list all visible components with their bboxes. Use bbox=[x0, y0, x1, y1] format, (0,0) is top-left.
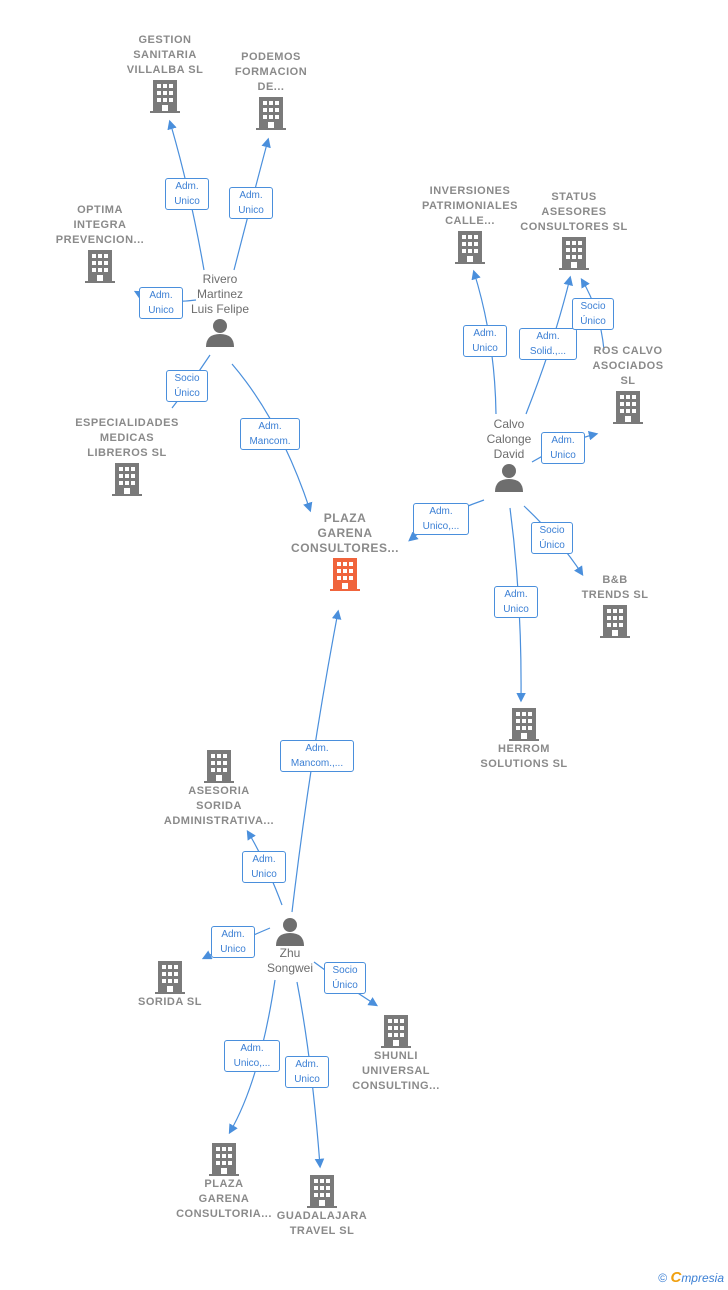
company-node[interactable]: HERROM SOLUTIONS SL bbox=[468, 706, 580, 772]
brand-footer: © Cmpresia bbox=[658, 1269, 724, 1286]
person-label: Calvo Calonge David bbox=[486, 417, 532, 461]
edge-label[interactable]: Adm. Unico bbox=[494, 586, 538, 618]
company-label: ROS CALVO ASOCIADOS SL bbox=[592, 345, 664, 387]
building-icon bbox=[256, 97, 286, 130]
edge-label[interactable]: Adm. Solid.,... bbox=[519, 328, 577, 360]
company-label: ESPECIALIDADES MEDICAS LIBREROS SL bbox=[75, 417, 179, 459]
company-node[interactable]: ESPECIALIDADES MEDICAS LIBREROS SL bbox=[62, 416, 192, 497]
building-icon bbox=[559, 237, 589, 270]
company-label: PLAZA GARENA CONSULTORES... bbox=[291, 511, 399, 555]
person-node[interactable]: Calvo Calonge David bbox=[468, 417, 550, 492]
copyright-symbol: © bbox=[658, 1271, 668, 1285]
edge-label[interactable]: Adm. Unico,... bbox=[224, 1040, 280, 1072]
company-node[interactable]: PLAZA GARENA CONSULTORIA... bbox=[164, 1141, 284, 1222]
building-icon bbox=[307, 1175, 337, 1208]
company-label: STATUS ASESORES CONSULTORES SL bbox=[520, 191, 628, 233]
company-node[interactable]: ASESORIA SORIDA ADMINISTRATIVA... bbox=[154, 748, 284, 829]
building-icon bbox=[613, 391, 643, 424]
edge-label[interactable]: Adm. Unico bbox=[541, 432, 585, 464]
building-icon bbox=[330, 558, 360, 591]
edge-label[interactable]: Adm. Unico bbox=[211, 926, 255, 958]
edge-label[interactable]: Socio Único bbox=[572, 298, 614, 330]
company-node[interactable]: OPTIMA INTEGRA PREVENCION... bbox=[45, 203, 155, 284]
edge-label[interactable]: Adm. Unico bbox=[229, 187, 273, 219]
company-label: SORIDA SL bbox=[138, 996, 202, 1008]
company-label: SHUNLI UNIVERSAL CONSULTING... bbox=[352, 1050, 440, 1092]
edge-label[interactable]: Socio Único bbox=[324, 962, 366, 994]
building-icon bbox=[381, 1015, 411, 1048]
edge-label[interactable]: Adm. Unico,... bbox=[413, 503, 469, 535]
person-icon bbox=[206, 319, 234, 347]
company-node[interactable]: PODEMOS FORMACION DE... bbox=[221, 50, 321, 131]
company-label: OPTIMA INTEGRA PREVENCION... bbox=[55, 204, 145, 246]
company-node[interactable]: GESTION SANITARIA VILLALBA SL bbox=[115, 33, 215, 114]
person-icon bbox=[276, 918, 304, 946]
building-icon bbox=[150, 80, 180, 113]
building-icon bbox=[155, 961, 185, 994]
edge-label[interactable]: Adm. Unico bbox=[165, 178, 209, 210]
company-label: GESTION SANITARIA VILLALBA SL bbox=[126, 34, 204, 76]
brand-logo-initial: C bbox=[670, 1269, 682, 1286]
edge-label[interactable]: Socio Único bbox=[166, 370, 208, 402]
edge-label[interactable]: Adm. Unico bbox=[139, 287, 183, 319]
company-label: PODEMOS FORMACION DE... bbox=[234, 51, 308, 93]
brand-name: mpresia bbox=[681, 1271, 724, 1285]
company-node[interactable]: INVERSIONES PATRIMONIALES CALLE... bbox=[411, 184, 529, 265]
edge-label[interactable]: Adm. Unico bbox=[242, 851, 286, 883]
building-icon bbox=[209, 1143, 239, 1176]
company-label: HERROM SOLUTIONS SL bbox=[480, 743, 568, 770]
company-node[interactable]: STATUS ASESORES CONSULTORES SL bbox=[514, 190, 634, 271]
edge-label[interactable]: Adm. Unico bbox=[463, 325, 507, 357]
edge-label[interactable]: Adm. Unico bbox=[285, 1056, 329, 1088]
company-label: PLAZA GARENA CONSULTORIA... bbox=[176, 1178, 272, 1220]
company-label: B&B TRENDS SL bbox=[581, 574, 649, 601]
company-node[interactable]: SORIDA SL bbox=[125, 959, 215, 1010]
person-label: Rivero Martinez Luis Felipe bbox=[190, 272, 250, 316]
building-icon bbox=[112, 463, 142, 496]
company-node[interactable]: GUADALAJARA TRAVEL SL bbox=[267, 1173, 377, 1239]
company-node[interactable]: ROS CALVO ASOCIADOS SL bbox=[583, 344, 673, 425]
person-icon bbox=[495, 464, 523, 492]
building-icon bbox=[600, 605, 630, 638]
edge-label[interactable]: Socio Único bbox=[531, 522, 573, 554]
edge-label[interactable]: Adm. Mancom. bbox=[240, 418, 300, 450]
building-icon bbox=[204, 750, 234, 783]
building-icon bbox=[455, 231, 485, 264]
person-node[interactable]: Zhu Songwei bbox=[250, 916, 330, 976]
main-company-node[interactable]: PLAZA GARENA CONSULTORES... bbox=[280, 511, 410, 592]
company-node[interactable]: SHUNLI UNIVERSAL CONSULTING... bbox=[340, 1013, 452, 1094]
company-label: GUADALAJARA TRAVEL SL bbox=[276, 1210, 368, 1237]
company-label: ASESORIA SORIDA ADMINISTRATIVA... bbox=[163, 785, 275, 827]
edge-label[interactable]: Adm. Mancom.,... bbox=[280, 740, 354, 772]
company-node[interactable]: B&B TRENDS SL bbox=[567, 573, 663, 639]
building-icon bbox=[509, 708, 539, 741]
building-icon bbox=[85, 250, 115, 283]
person-node[interactable]: Rivero Martinez Luis Felipe bbox=[175, 272, 265, 347]
company-label: INVERSIONES PATRIMONIALES CALLE... bbox=[422, 185, 518, 227]
person-label: Zhu Songwei bbox=[266, 946, 314, 975]
